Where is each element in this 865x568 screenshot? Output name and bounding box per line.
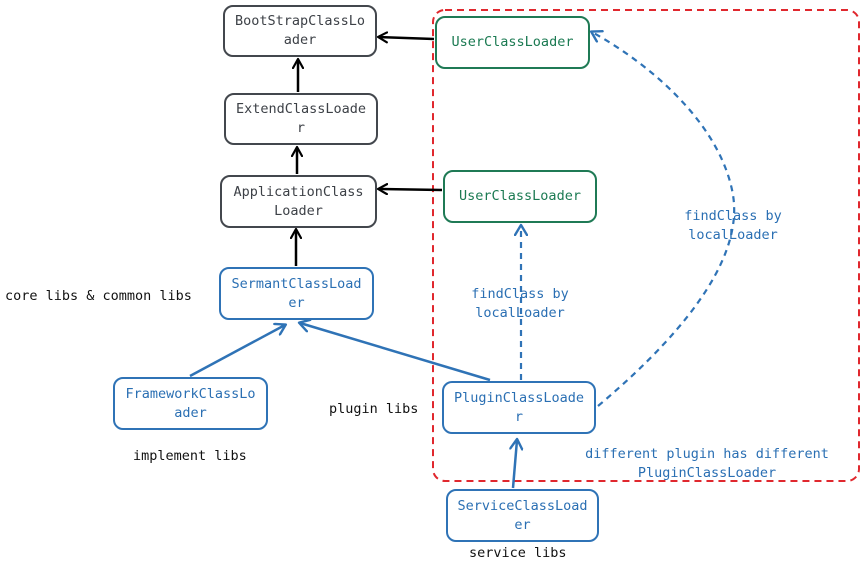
- extend-classloader-node: ExtendClassLoade r: [224, 93, 378, 145]
- plugin-libs-label: plugin libs: [329, 401, 419, 417]
- implement-libs-label: implement libs: [133, 448, 247, 464]
- core-libs-label: core libs & common libs: [5, 288, 192, 304]
- bootstrap-classloader-node: BootStrapClassLo ader: [223, 5, 377, 57]
- user-classloader-mid-label: UserClassLoader: [459, 188, 581, 204]
- user-classloader-top-node: UserClassLoader: [435, 16, 590, 69]
- extend-classloader-label: ExtendClassLoade r: [235, 101, 367, 136]
- sermant-classloader-label: SermantClassLoad er: [231, 275, 362, 311]
- framework-classloader-label: FrameworkClassLo ader: [125, 385, 256, 421]
- different-plugin-note: different plugin has different PluginCla…: [585, 446, 829, 481]
- arrow-user-top-to-bootstrap: [379, 37, 435, 39]
- findclass-right-label: findClass by localLoader: [684, 208, 782, 243]
- service-libs-label: service libs: [469, 545, 567, 561]
- arrow-framework-to-sermant: [189, 325, 285, 378]
- arrow-plugin-to-sermant: [300, 323, 491, 382]
- arrow-service-to-plugin: [513, 440, 517, 489]
- findclass-left-label: findClass by localLoader: [471, 286, 569, 321]
- plugin-region-boundary: [432, 9, 860, 482]
- application-classloader-label: ApplicationClass Loader: [233, 183, 364, 219]
- sermant-classloader-node: SermantClassLoad er: [219, 267, 374, 320]
- service-classloader-label: ServiceClassLoad er: [457, 497, 588, 533]
- arrow-user-mid-to-application: [379, 189, 443, 190]
- plugin-classloader-node: PluginClassLoade r: [442, 381, 596, 434]
- framework-classloader-node: FrameworkClassLo ader: [113, 377, 268, 430]
- user-classloader-mid-node: UserClassLoader: [443, 170, 597, 223]
- service-classloader-node: ServiceClassLoad er: [446, 489, 599, 542]
- user-classloader-top-label: UserClassLoader: [451, 34, 574, 50]
- bootstrap-classloader-label: BootStrapClassLo ader: [234, 13, 366, 48]
- plugin-classloader-label: PluginClassLoade r: [453, 389, 585, 425]
- application-classloader-node: ApplicationClass Loader: [220, 175, 377, 228]
